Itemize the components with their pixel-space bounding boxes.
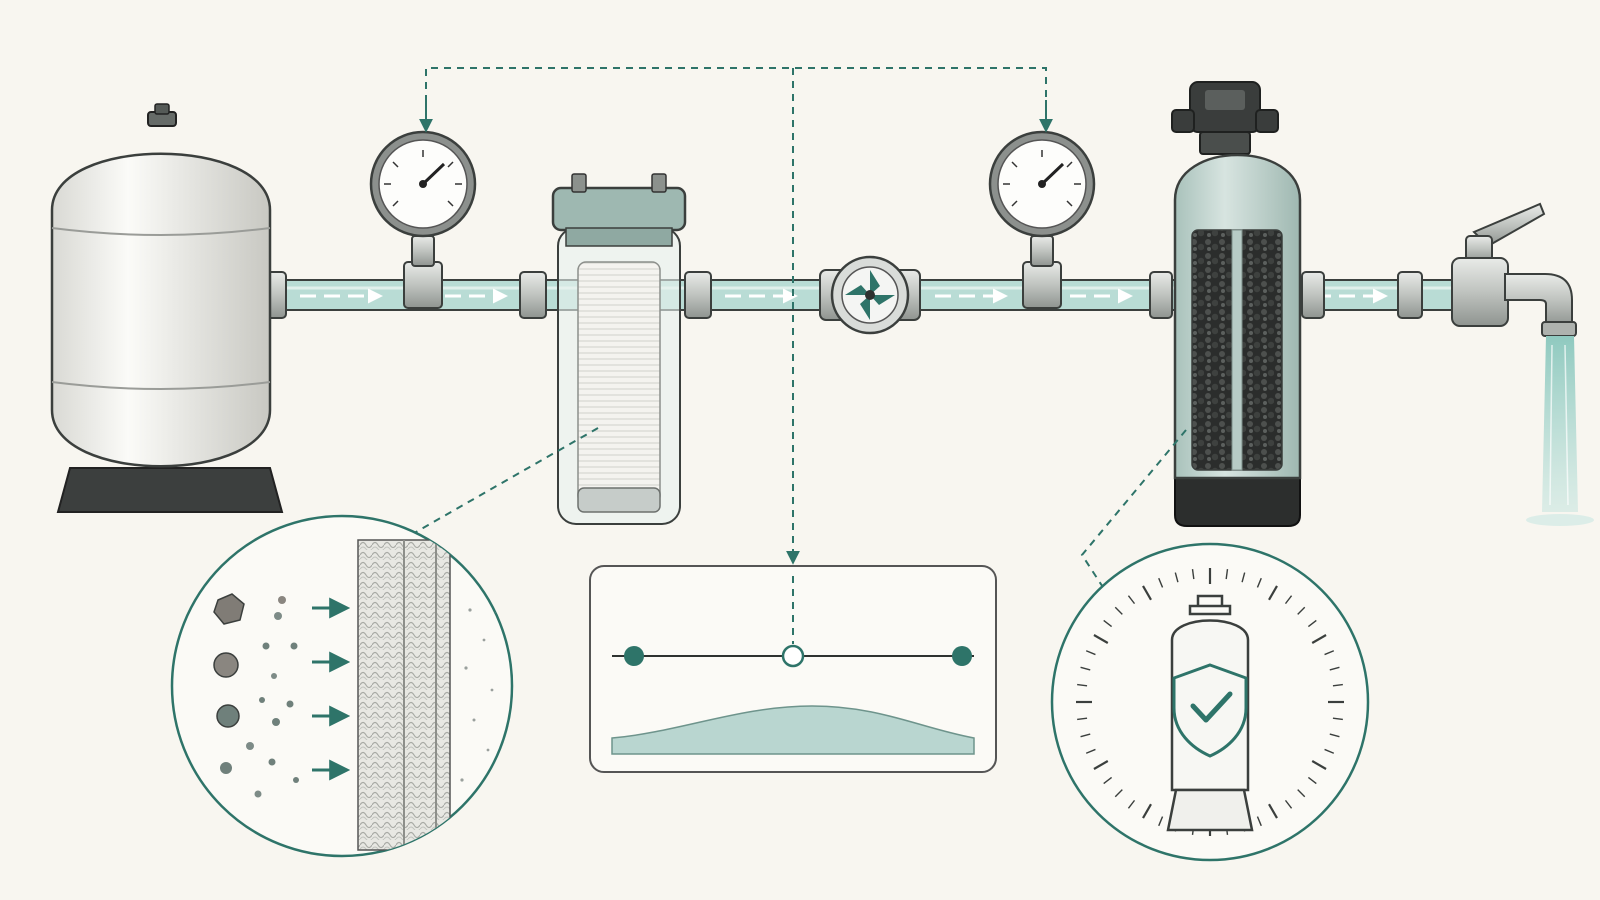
dial-major-tick xyxy=(1268,803,1278,819)
dial-minor-tick xyxy=(1297,606,1306,615)
dial-minor-tick xyxy=(1297,789,1306,798)
shield-check-icon xyxy=(1172,663,1248,758)
dial-minor-tick xyxy=(1080,666,1091,671)
dial-minor-tick xyxy=(1324,748,1335,754)
flow-meter-icon xyxy=(819,255,921,335)
dial-minor-tick xyxy=(1191,569,1195,580)
dial-minor-tick xyxy=(1114,606,1123,615)
filtration-arrows xyxy=(312,597,351,781)
dial-minor-tick xyxy=(1158,577,1164,588)
dial-minor-tick xyxy=(1332,717,1343,721)
pressure-tank-icon xyxy=(50,103,284,513)
profile-marker-start xyxy=(624,646,644,666)
dial-minor-tick xyxy=(1332,683,1343,687)
dial-minor-tick xyxy=(1085,650,1096,656)
pressure-gauge-icon xyxy=(988,130,1096,309)
dial-minor-tick xyxy=(1284,799,1293,809)
profile-marker-end xyxy=(952,646,972,666)
dial-minor-tick xyxy=(1127,799,1136,809)
tank-outline-icon xyxy=(1166,594,1254,832)
dial-minor-tick xyxy=(1329,733,1340,738)
dial-minor-tick xyxy=(1103,776,1113,785)
faucet-icon xyxy=(1451,202,1577,337)
dial-minor-tick xyxy=(1127,595,1136,605)
dial-major-tick xyxy=(1142,585,1152,601)
dial-minor-tick xyxy=(1329,666,1340,671)
dial-minor-tick xyxy=(1324,650,1335,656)
carbon-lifespan-callout xyxy=(1050,542,1370,862)
monitoring-connectors xyxy=(401,67,1187,599)
dial-major-tick xyxy=(1093,634,1109,644)
sediment-particles xyxy=(213,593,299,798)
dial-minor-tick xyxy=(1241,572,1246,583)
flow-profile-panel xyxy=(589,565,997,773)
dial-minor-tick xyxy=(1077,717,1088,721)
carbon-filter-tank-icon xyxy=(1171,81,1302,527)
dial-minor-tick xyxy=(1114,789,1123,798)
dial-major-tick xyxy=(1268,585,1278,601)
flow-profile-curve xyxy=(611,705,975,755)
dial-major-tick xyxy=(1311,760,1327,770)
dial-minor-tick xyxy=(1307,776,1317,785)
dial-minor-tick xyxy=(1174,572,1179,583)
dial-minor-tick xyxy=(1080,733,1091,738)
dial-minor-tick xyxy=(1256,816,1262,827)
dial-minor-tick xyxy=(1256,577,1262,588)
sediment-filter-icon xyxy=(551,173,687,525)
dial-minor-tick xyxy=(1103,619,1113,628)
dial-major-tick xyxy=(1093,760,1109,770)
dial-minor-tick xyxy=(1284,595,1293,605)
water-stream xyxy=(1526,336,1594,526)
dial-minor-tick xyxy=(1307,619,1317,628)
profile-marker-mid xyxy=(781,644,805,668)
dial-minor-tick xyxy=(1225,569,1229,580)
lifespan-dial xyxy=(1076,568,1344,836)
dial-minor-tick xyxy=(1085,748,1096,754)
sediment-detail-callout xyxy=(170,514,514,858)
dial-major-tick xyxy=(1311,634,1327,644)
dial-minor-tick xyxy=(1077,683,1088,687)
pressure-gauge-icon xyxy=(369,130,477,309)
dial-major-tick xyxy=(1142,803,1152,819)
dial-minor-tick xyxy=(1158,816,1164,827)
